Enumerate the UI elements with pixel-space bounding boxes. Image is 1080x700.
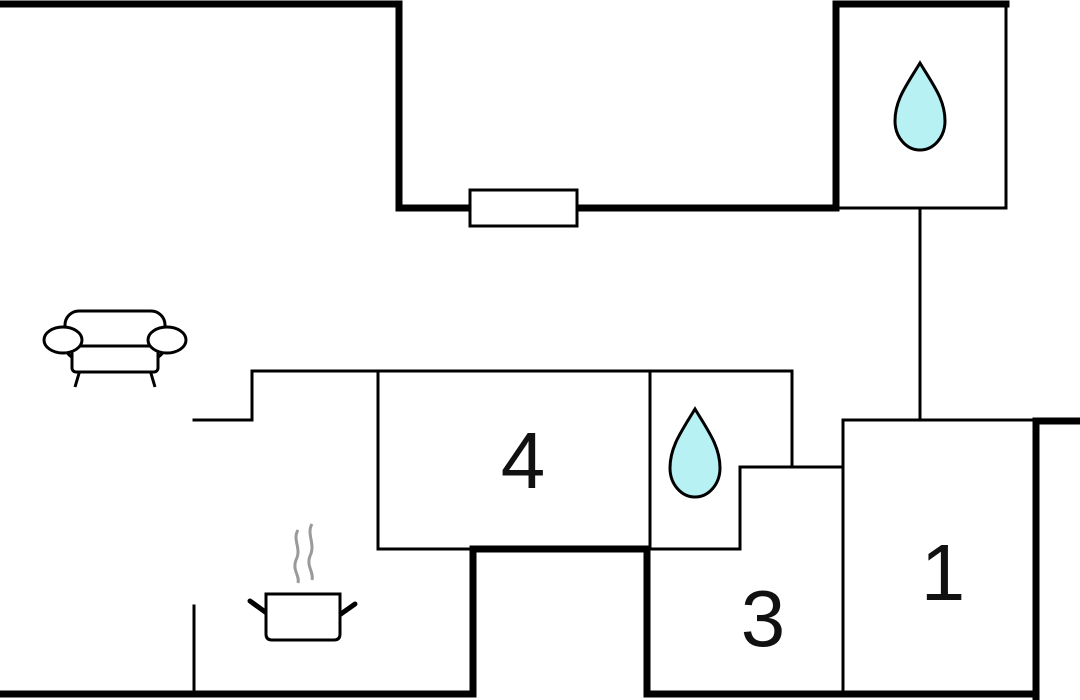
- kitchen-partition: [192, 369, 794, 469]
- top-left-wall: [0, 0, 474, 212]
- window: [468, 188, 579, 228]
- thin-walls: [192, 2, 1038, 696]
- bathroom-top-right: [834, 2, 1008, 210]
- room-3-walls: [738, 465, 845, 551]
- bottom-wall-left: [0, 545, 847, 698]
- room-1-label: 1: [921, 528, 966, 617]
- water-drop-icon: [893, 60, 947, 152]
- room-3-label: 3: [741, 574, 786, 663]
- cooking-pot-icon: [247, 523, 358, 642]
- room-1-walls: [841, 418, 1038, 696]
- room-4-box: [376, 369, 475, 551]
- bath-divider: [648, 369, 742, 551]
- upper-corridor-wall: [573, 0, 1010, 212]
- right-wall: [1032, 417, 1080, 700]
- room-4-label: 4: [501, 416, 546, 505]
- water-drop-icon: [668, 406, 722, 499]
- sofa-icon: [42, 309, 188, 388]
